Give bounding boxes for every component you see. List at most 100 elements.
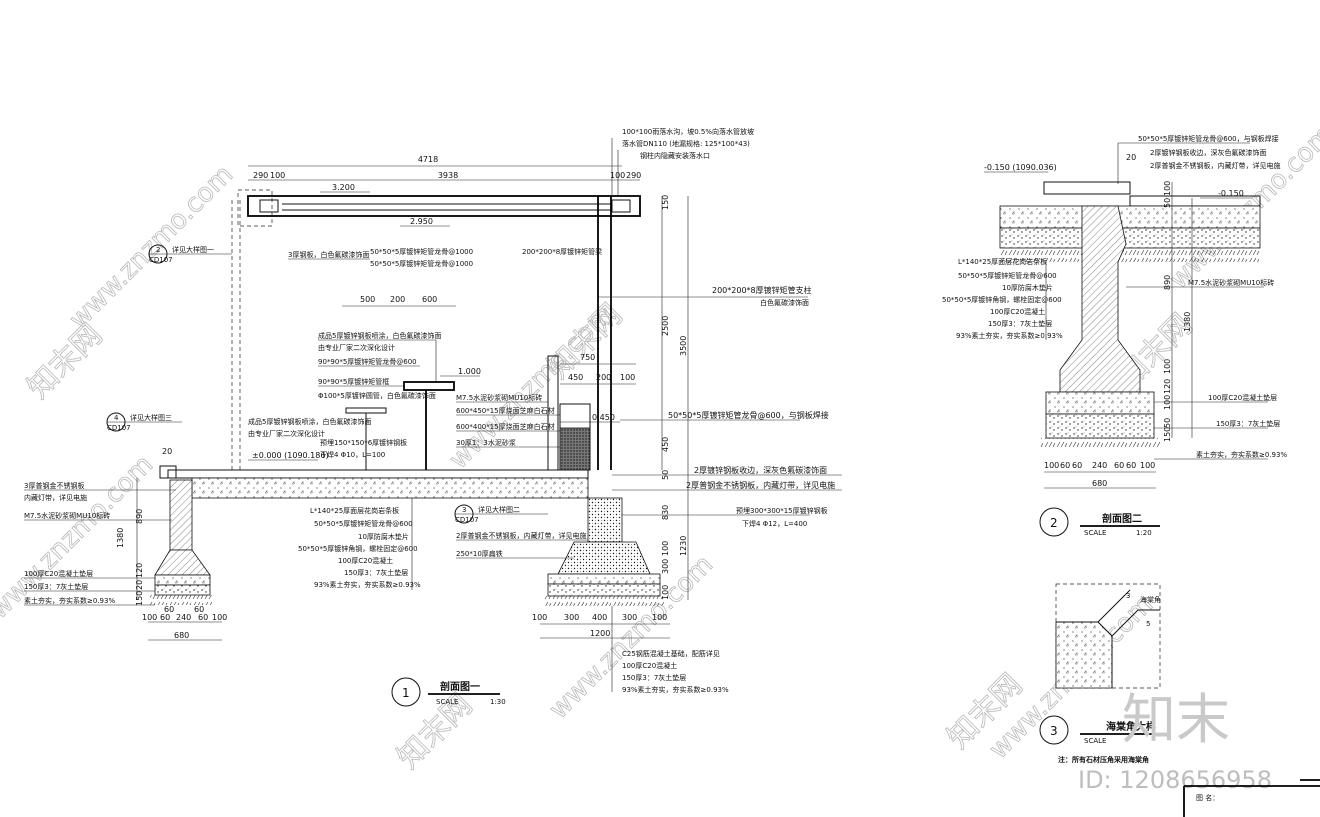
- wall-label-4: 30厚1：3水泥砂浆: [456, 438, 516, 447]
- detail-ref-2-sheet: CD107: [149, 256, 173, 264]
- s2-vdim-100b: 100: [1163, 359, 1172, 374]
- s2-top-label-3: 2厚普钢金不锈钢板，内藏灯带，详见电施: [1150, 161, 1280, 170]
- rdim-750: 750: [580, 353, 595, 362]
- s2-top-label-1: 50*50*5厚镀锌矩管龙骨@600，与钢板焊接: [1138, 134, 1279, 143]
- s2-top-label-2: 2厚镀锌钢板收边，深灰色氟碳漆饰面: [1150, 148, 1266, 157]
- elev-1-000: 1.000: [458, 367, 481, 376]
- s2-bdim-680: 680: [1092, 479, 1107, 488]
- watermark-brand: 知末网: [541, 297, 629, 385]
- brdim-1200: 1200: [590, 629, 610, 638]
- footing-label-3: 预埋300*300*15厚镀锌钢板: [736, 506, 828, 515]
- s2-vdim-150: 150: [1163, 427, 1172, 442]
- detail-ref-2-num: 2: [156, 246, 160, 254]
- s2-right-1: M7.5水泥砂浆砌MU10标砖: [1188, 278, 1274, 287]
- vdim-left-150: 150: [135, 591, 144, 606]
- label-roof-3: 200*200*8厚镀锌矩管梁: [522, 247, 602, 256]
- section-one-title: 剖面图一: [440, 680, 480, 693]
- vdim-2500: 2500: [661, 316, 670, 336]
- bench-label-9: 下焊4 Φ10，L=100: [320, 450, 385, 459]
- s2-bdim-100b: 100: [1140, 461, 1155, 470]
- rdim-450: 450: [568, 373, 583, 382]
- detail-ref-3-sheet: CD107: [455, 516, 479, 524]
- detail-ref-4-sheet: CD107: [107, 424, 131, 432]
- dim-200: 200: [390, 295, 405, 304]
- s2-vdim-100c: 100: [1163, 395, 1172, 410]
- brdim-100a: 100: [532, 613, 547, 622]
- section-two-scale-value: 1:20: [1136, 529, 1152, 537]
- s2-left-4: 50*50*5厚镀锌角钢，螺栓固定@600: [942, 295, 1062, 304]
- label-column-finish: 白色氟碳漆饰面: [760, 298, 809, 307]
- bench-label-1: 成品5厚镀锌钢板喷涂，白色氟碳漆饰面: [318, 331, 441, 340]
- vdim-left-120: 120: [135, 563, 144, 578]
- detail-ref-4-note: 详见大样图三: [130, 413, 172, 422]
- dim-500: 500: [360, 295, 375, 304]
- footing-label-1: 2厚普钢金不锈钢板，内藏灯带，详见电施: [456, 531, 586, 540]
- section-three-scale-label: SCALE: [1084, 737, 1106, 745]
- bottom-label-1: C25钢筋混凝土基础，配筋详见: [622, 649, 720, 658]
- footing-label-4: 下焊4 Φ12，L=400: [742, 519, 807, 528]
- label-roof-1: 50*50*5厚镀锌矩管龙骨@1000: [370, 247, 473, 256]
- s2-vdim-1380: 1380: [1183, 312, 1192, 332]
- section-one-scale-label: SCALE: [436, 698, 458, 706]
- dim-left-a: 290: [253, 171, 268, 180]
- brand-id: ID: 1208656958: [1078, 766, 1272, 794]
- detail-ref-4-num: 4: [114, 414, 119, 422]
- bench-label-3: 90*90*5厚镀锌矩管龙骨@600: [318, 357, 417, 366]
- label-right-top: 50*50*5厚镀锌矩管龙骨@600，与钢板焊接: [668, 410, 829, 420]
- s2-elev-left: -0.150 (1090.036): [984, 163, 1057, 172]
- s2-bdim-60a: 60: [1060, 461, 1070, 470]
- bottom-label-4: 93%素土夯实，夯实系数≥0.93%: [622, 685, 729, 694]
- bottom-label-2: 100厚C20混凝土: [622, 661, 677, 670]
- floor-left-2: 内藏灯带，详见电施: [24, 493, 87, 502]
- top-note-3: 钢柱内隐藏安装落水口: [640, 151, 710, 160]
- section-one-number-circle: [391, 677, 421, 707]
- bdim-100b: 100: [212, 613, 227, 622]
- s2-vdim-50b: 50: [1163, 418, 1172, 428]
- s2-vdim-100a: 100: [1163, 181, 1172, 196]
- label-steel-plate: 3厚钢板，白色氟碳漆饰面: [288, 250, 369, 259]
- rdim-100: 100: [620, 373, 635, 382]
- watermark-brand: 知末网: [21, 317, 109, 405]
- s2-right-3: 150厚3：7灰土垫层: [1216, 419, 1280, 428]
- bench-label-4: 90*90*5厚镀锌矩管框: [318, 377, 389, 386]
- rdim-200: 200: [596, 373, 611, 382]
- title-block-label: 图 名：: [1196, 793, 1219, 802]
- floor-center-1: L*140*25厚面层花岗岩条板: [310, 506, 399, 515]
- label-roof-2: 50*50*5厚镀锌矩管龙骨@1000: [370, 259, 473, 268]
- floor-center-6: 150厚3：7灰土垫层: [344, 568, 408, 577]
- footing-label-2: 250*10厚扁铁: [456, 549, 503, 558]
- s2-left-1: L*140*25厚面层花岗岩条板: [958, 257, 1047, 266]
- wall-label-3: 600*400*15厚烧面芝麻白石材: [456, 422, 555, 431]
- dim-right-a: 290: [626, 171, 641, 180]
- s2-left-6: 150厚3：7灰土垫层: [988, 319, 1052, 328]
- s2-vdim-890: 890: [1163, 275, 1172, 290]
- vdim-100b: 100: [661, 585, 670, 600]
- dim-right-b: 100: [610, 171, 625, 180]
- bench-label-8: 预埋150*150*6厚镀锌钢板: [320, 438, 407, 447]
- floor-left-4: 100厚C20混凝土垫层: [24, 569, 93, 578]
- brdim-300a: 300: [564, 613, 579, 622]
- wall-label-1: M7.5水泥砂浆砌MU10标砖: [456, 393, 542, 402]
- floor-left-6: 素土夯实，夯实系数≥0.93%: [24, 596, 115, 605]
- s3-callout: 海棠角: [1140, 595, 1161, 604]
- section-two-number-circle: [1039, 507, 1069, 537]
- s2-bdim-60b: 60: [1072, 461, 1082, 470]
- s2-bdim-60c: 60: [1114, 461, 1124, 470]
- bdim-100a: 100: [142, 613, 157, 622]
- dim-middle: 3938: [438, 171, 458, 180]
- brand-overlay: 知末 ID: 1208656958: [1078, 688, 1272, 794]
- dim-600: 600: [422, 295, 437, 304]
- floor-left-5: 150厚3：7灰土垫层: [24, 582, 88, 591]
- bottom-label-3: 150厚3：7灰土垫层: [622, 673, 686, 682]
- brdim-400: 400: [592, 613, 607, 622]
- elev-0-450: 0.450: [592, 413, 615, 422]
- bdim-680: 680: [174, 631, 189, 640]
- floor-center-4: 50*50*5厚镀锌角钢，螺栓固定@600: [298, 544, 418, 553]
- s2-bdim-100a: 100: [1044, 461, 1059, 470]
- wall-label-2: 600*450*15厚烧面芝麻白石材: [456, 406, 555, 415]
- section-three-note: 注：所有石材压角采用海棠角: [1058, 755, 1149, 764]
- brdim-100b: 100: [652, 613, 667, 622]
- label-column: 200*200*8厚镀锌矩管支柱: [712, 285, 812, 295]
- floor-left-3: M7.5水泥砂浆砌MU10标砖: [24, 511, 110, 520]
